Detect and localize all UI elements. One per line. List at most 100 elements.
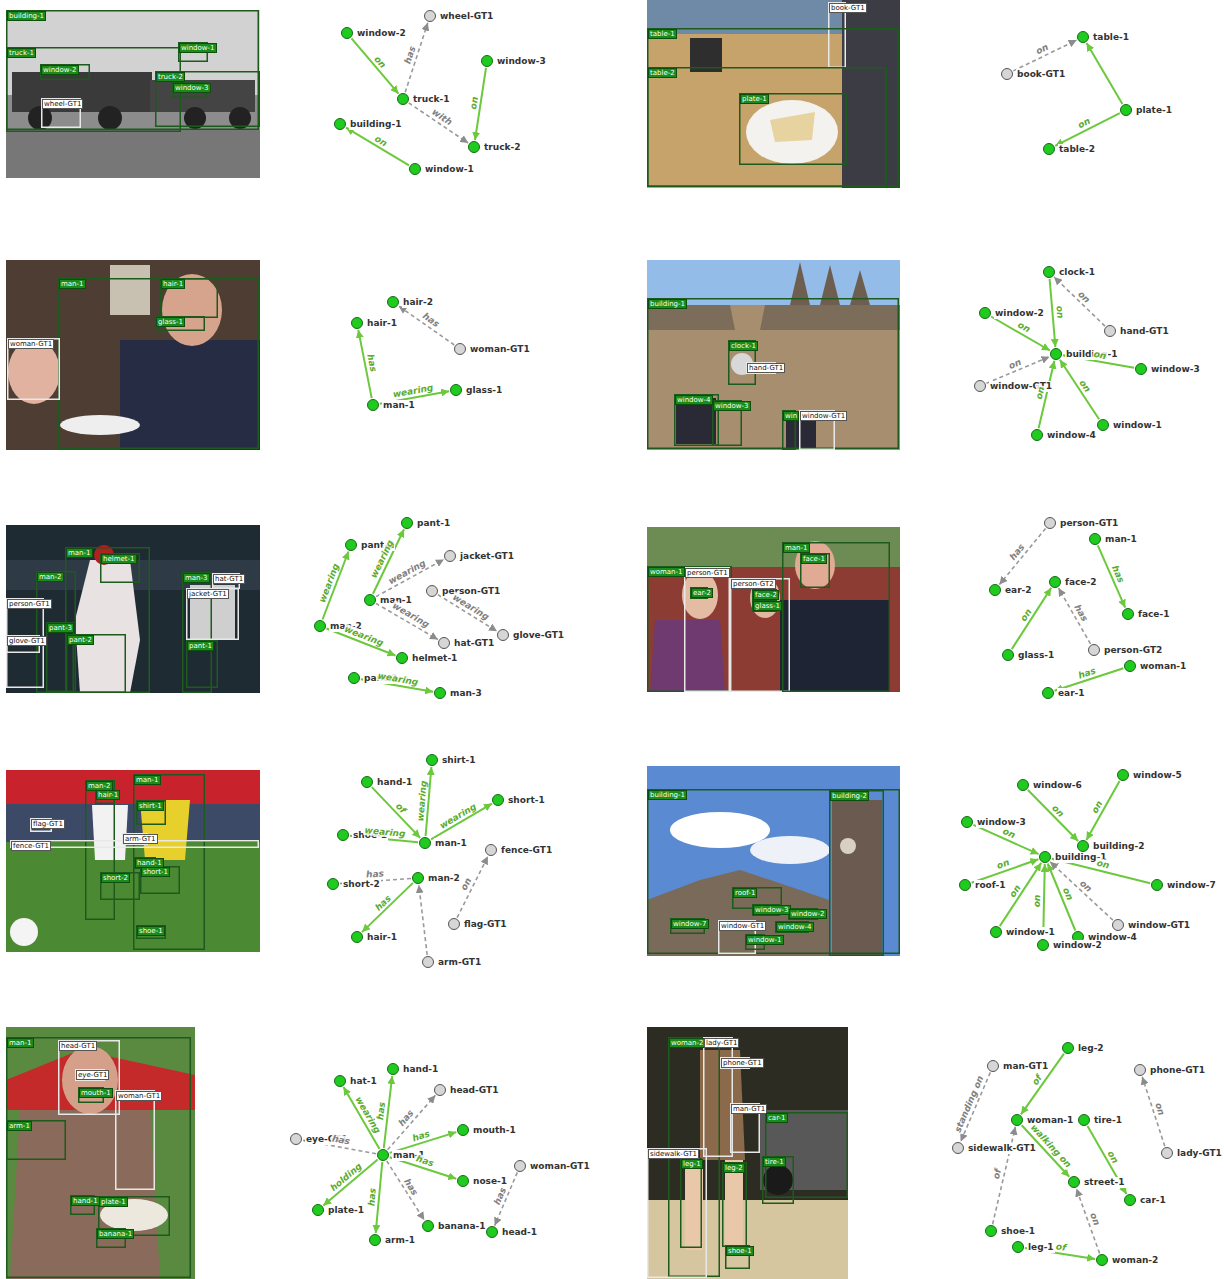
relation-label: on [372,53,389,71]
node-label: hair-2 [402,297,434,308]
relation-label: on [1078,877,1095,894]
photo-baseball [6,525,260,693]
node-circle [345,539,357,551]
bounding-box [731,579,790,692]
ground-truth-tag: jacket-GT1 [187,589,229,599]
predicted-node: building-1 [334,118,402,130]
photo-dinner [6,260,260,450]
node-label: arm-GT1 [437,957,482,968]
predicted-node: car-1 [1124,1194,1167,1206]
ground-truth-node: head-GT1 [434,1084,499,1096]
node-circle [1089,533,1101,545]
detection-tag: hand-1 [71,1196,100,1206]
bounding-box [101,873,140,900]
relation-label: has [420,310,442,330]
ground-truth-tag: person-GT2 [731,579,776,589]
node-circle [426,754,438,766]
node-circle [1104,325,1116,337]
bounding-box [648,790,900,954]
bounding-box [134,775,205,950]
node-circle [387,296,399,308]
ground-truth-node: person-GT2 [1088,644,1163,656]
predicted-relation-arrow [352,38,399,93]
node-label: car-1 [1139,1195,1167,1206]
ground-truth-node: person-GT1 [1044,517,1119,529]
relation-label: of [1054,1241,1067,1253]
detection-tag: shoe-1 [137,926,165,936]
node-label: plate-1 [327,1205,365,1216]
detection-tag: window-3 [173,83,211,93]
node-circle [1031,429,1043,441]
node-circle [1124,660,1136,672]
node-circle [448,918,460,930]
predicted-node: window-1 [990,926,1056,938]
ground-truth-tag: book-GT1 [829,3,867,13]
node-circle [424,10,436,22]
node-label: man-1 [382,400,416,411]
detection-tag: man-3 [183,573,210,583]
node-circle [1096,1254,1108,1266]
node-label: window-1 [1112,420,1163,431]
missed-relation-arrow [1013,40,1076,71]
detection-tag: plate-1 [99,1197,128,1207]
predicted-node: short-2 [327,878,381,890]
detection-tag: short-1 [141,867,170,877]
ground-truth-tag: person-GT1 [7,599,52,609]
relation-label: on [372,132,390,148]
node-circle [348,672,360,684]
detection-tag: win [783,411,799,421]
node-circle [481,55,493,67]
ground-truth-tag: arm-GT1 [123,834,158,844]
relation-label: on [1094,858,1111,871]
predicted-node: window-2 [979,307,1045,319]
detection-tag: pant-1 [187,641,214,651]
relation-label: on [1105,1148,1121,1166]
node-circle [1044,517,1056,529]
detection-tag: table-1 [648,29,677,39]
detection-tag: roof-1 [733,888,757,898]
node-label: tire-1 [1093,1115,1123,1126]
relation-label: with [430,106,456,128]
predicted-node: window-4 [1031,429,1097,441]
node-circle [334,118,346,130]
node-circle [1088,644,1100,656]
predicted-node: man-3 [434,687,483,699]
detection-tag: man-1 [134,775,161,785]
ground-truth-node: jacket-GT1 [444,550,515,562]
ground-truth-node: hat-GT1 [438,637,495,649]
relation-label: has [365,352,379,373]
node-circle [438,637,450,649]
missed-relation-arrow [399,306,455,345]
relation-label: has [414,1153,436,1169]
node-label: hand-1 [402,1064,439,1075]
node-label: roof-1 [974,880,1007,891]
node-circle [1112,919,1124,931]
ground-truth-node: wheel-GT1 [424,10,494,22]
predicted-node: hand-1 [361,776,413,788]
node-label: ear-1 [1057,688,1086,699]
node-label: street-1 [1083,1177,1126,1188]
detection-tag: ear-2 [691,588,713,598]
detection-tag: pant-2 [67,635,94,645]
predicted-node: shoe-1 [985,1225,1036,1237]
node-circle [1078,1114,1090,1126]
node-circle [974,380,986,392]
detection-tag: window-2 [789,909,827,919]
detection-tag: tire-1 [763,1157,786,1167]
predicted-node: mouth-1 [457,1124,517,1136]
predicted-node: man-2 [412,872,461,884]
node-circle [468,141,480,153]
predicted-relation-arrow [1000,863,1041,926]
node-label: person-GT1 [1059,518,1119,529]
detection-tag: shoe-1 [726,1246,754,1256]
ground-truth-node: woman-GT1 [454,343,531,355]
relation-label: on [1017,606,1033,624]
node-circle [1042,687,1054,699]
detection-tag: window-2 [41,65,79,75]
node-label: sidewalk-GT1 [967,1143,1037,1154]
detection-tag: truck-1 [7,48,36,58]
photo-soccer [6,770,260,952]
node-circle [397,93,409,105]
detection-tag: window-4 [675,395,713,405]
relation-label: has [1109,563,1126,585]
